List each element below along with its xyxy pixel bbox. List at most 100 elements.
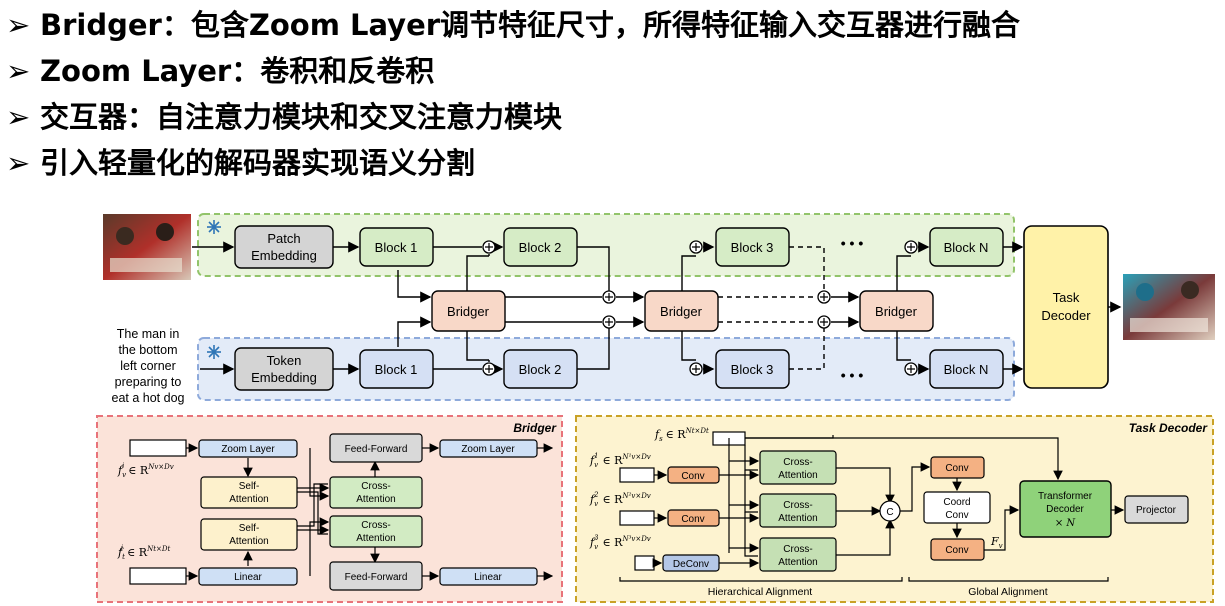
caption-line: preparing to bbox=[115, 375, 182, 389]
fv-label: fvi∈ RNv×Dv bbox=[117, 462, 174, 479]
patch-embedding bbox=[234, 225, 334, 269]
deconv-label: DeConv bbox=[673, 559, 709, 570]
feed-forward-vision bbox=[329, 433, 423, 463]
cross-attention-label: Cross- bbox=[783, 500, 812, 511]
conv-label: Conv bbox=[945, 463, 968, 474]
zoom-layer-label: Zoom Layer bbox=[461, 444, 515, 455]
f2-token bbox=[619, 510, 655, 526]
output-image bbox=[1123, 274, 1215, 340]
cross-attention-label: Cross- bbox=[361, 520, 390, 531]
block-label: Block 3 bbox=[731, 362, 774, 377]
ellipsis: • • • bbox=[841, 367, 864, 383]
block-label: Block 2 bbox=[519, 240, 562, 255]
feed-forward-label: Feed-Forward bbox=[345, 444, 408, 455]
zoom-layer-label: Zoom Layer bbox=[221, 444, 275, 455]
coord-conv-label: Conv bbox=[945, 510, 968, 521]
concat-label: C bbox=[886, 507, 893, 518]
self-attention-label: Self- bbox=[239, 481, 260, 492]
text-block-3 bbox=[715, 349, 790, 389]
f2-label: fv2∈ RN²v×Dv bbox=[589, 491, 651, 508]
ft-label: fti∈ RNt×Dt bbox=[117, 544, 170, 561]
snowflake-icon bbox=[207, 220, 221, 234]
task-decoder-label-2: Decoder bbox=[1041, 308, 1091, 323]
caption-line: eat a hot dog bbox=[112, 391, 185, 405]
f1-token bbox=[619, 467, 655, 483]
bridger-panel-title: Bridger bbox=[513, 421, 557, 435]
bridger-label: Bridger bbox=[447, 304, 490, 319]
cross-attention-label: Cross- bbox=[783, 544, 812, 555]
token-embedding-label-1: Token bbox=[267, 353, 302, 368]
linear-label: Linear bbox=[474, 572, 502, 583]
vision-block-2 bbox=[503, 227, 578, 267]
bullet-text: 交互器：自注意力模块和交叉注意力模块 bbox=[40, 100, 563, 134]
block-label: Block N bbox=[944, 240, 989, 255]
bridger-2 bbox=[644, 290, 719, 332]
arrow-bullet-icon: ➢ bbox=[6, 146, 31, 180]
task-decoder-label-1: Task bbox=[1053, 290, 1080, 305]
global-conv-1 bbox=[930, 456, 985, 479]
bridger-n bbox=[859, 290, 934, 332]
block-label: Block 1 bbox=[375, 240, 418, 255]
transformer-decoder bbox=[1019, 480, 1112, 538]
block-label: Block 3 bbox=[731, 240, 774, 255]
f3-token bbox=[634, 555, 655, 571]
caption-line: the bottom bbox=[118, 343, 177, 357]
vision-block-n bbox=[929, 227, 1004, 267]
text-block-1 bbox=[359, 349, 434, 389]
bridger-detail-panel: Bridger fvi∈ RNv×Dv fti∈ RNt×Dt Zoom Lay… bbox=[96, 415, 563, 603]
text-feature-token bbox=[129, 567, 187, 585]
bullet-item: ➢Zoom Layer：卷积和反卷积 bbox=[6, 48, 434, 90]
linear-in bbox=[198, 567, 298, 586]
transformer-decoder-repeat: × N bbox=[1055, 518, 1077, 529]
self-attention-text bbox=[200, 518, 298, 551]
cross-attention-label: Attention bbox=[778, 513, 817, 524]
cross-attention-vision bbox=[329, 476, 423, 509]
arrow-bullet-icon: ➢ bbox=[6, 54, 31, 88]
td-cross-attention-3 bbox=[759, 537, 837, 572]
cross-attention-label: Attention bbox=[778, 470, 817, 481]
text-block-n bbox=[929, 349, 1004, 389]
input-image bbox=[103, 214, 191, 280]
conv-label: Conv bbox=[945, 545, 968, 556]
transformer-decoder-label: Decoder bbox=[1046, 504, 1084, 515]
conv-2 bbox=[667, 509, 720, 527]
global-conv-2 bbox=[930, 538, 985, 561]
arrow-bullet-icon: ➢ bbox=[6, 100, 31, 134]
caption-line: left corner bbox=[120, 359, 176, 373]
task-decoder bbox=[1023, 225, 1109, 389]
cross-attention-text bbox=[329, 515, 423, 548]
text-block-2 bbox=[503, 349, 578, 389]
bridger-label: Bridger bbox=[875, 304, 918, 319]
deconv bbox=[662, 554, 720, 572]
td-cross-attention-2 bbox=[759, 493, 837, 528]
f1-label: fv1∈ RN¹v×Dv bbox=[589, 452, 651, 469]
linear-label: Linear bbox=[234, 572, 262, 583]
td-cross-attention-1 bbox=[759, 450, 837, 485]
zoom-layer-out bbox=[439, 439, 538, 458]
fs-label: fs∈ RNt×Dt bbox=[654, 427, 709, 443]
hierarchical-alignment-label: Hierarchical Alignment bbox=[708, 586, 813, 598]
patch-embedding-label-1: Patch bbox=[267, 231, 300, 246]
bullet-text: 引入轻量化的解码器实现语义分割 bbox=[40, 146, 476, 180]
coord-conv-label: Coord bbox=[943, 497, 970, 508]
cross-attention-label: Cross- bbox=[783, 457, 812, 468]
bullet-item: ➢ 交互器：自注意力模块和交叉注意力模块 bbox=[6, 94, 562, 136]
transformer-decoder-label: Transformer bbox=[1038, 491, 1093, 502]
zoom-layer-in bbox=[198, 439, 298, 458]
coord-conv bbox=[923, 491, 991, 524]
projector-label: Projector bbox=[1136, 505, 1177, 516]
feed-forward-text bbox=[329, 561, 423, 591]
conv-label: Conv bbox=[681, 514, 704, 525]
vision-block-3 bbox=[715, 227, 790, 267]
arrow-bullet-icon: ➢ bbox=[6, 8, 31, 42]
ellipsis: • • • bbox=[841, 235, 864, 251]
cross-attention-label: Attention bbox=[356, 494, 395, 505]
block-label: Block 2 bbox=[519, 362, 562, 377]
text-query-caption: The man in the bottom left corner prepar… bbox=[112, 327, 185, 405]
global-alignment-label: Global Alignment bbox=[968, 586, 1047, 598]
cross-attention-label: Attention bbox=[356, 533, 395, 544]
conv-1 bbox=[667, 466, 720, 484]
fv-output-label: Fv bbox=[990, 535, 1003, 550]
token-embedding bbox=[234, 347, 334, 391]
self-attention-label: Self- bbox=[239, 523, 260, 534]
